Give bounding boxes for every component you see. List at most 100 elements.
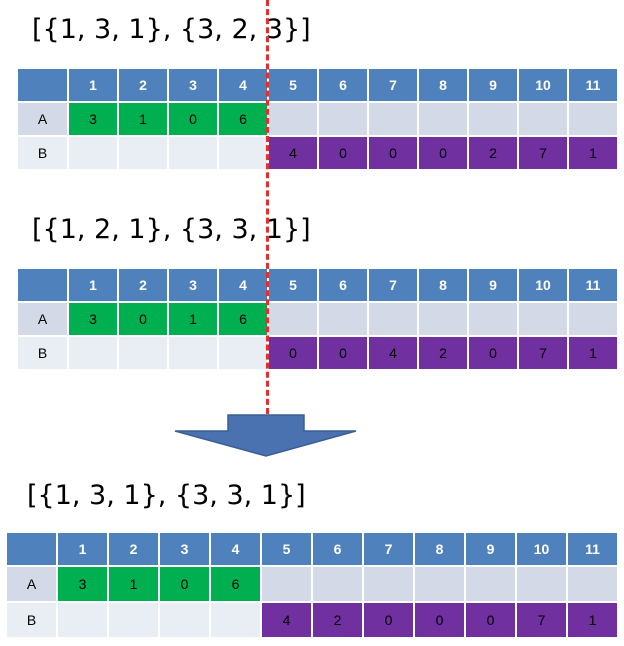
header-cell-10: 10 xyxy=(517,267,569,303)
cell-a-1: 3 xyxy=(67,101,119,137)
cell-a-empty xyxy=(317,301,369,337)
header-cell-3: 3 xyxy=(167,67,219,103)
cell-b-empty xyxy=(117,135,169,171)
header-cell-7: 7 xyxy=(367,267,419,303)
header-cell-10: 10 xyxy=(515,531,568,567)
cell-a-empty xyxy=(567,301,619,337)
header-cell-1: 1 xyxy=(67,267,119,303)
cell-b-5: 0 xyxy=(267,335,319,371)
cell-a-empty xyxy=(467,101,519,137)
panel-1-caption: [{1, 3, 1}, {3, 2, 3}] xyxy=(32,14,311,45)
cell-a-2: 1 xyxy=(117,101,169,137)
panel-2-table: 1 2 3 4 5 6 7 8 9 10 11 A 3 0 1 6 B 0 0 … xyxy=(16,267,619,371)
header-cell-2: 2 xyxy=(107,531,160,567)
cell-b-11: 1 xyxy=(567,135,619,171)
cell-b-8: 0 xyxy=(417,135,469,171)
header-cell-8: 8 xyxy=(417,267,469,303)
split-line xyxy=(266,0,269,414)
corner-cell xyxy=(16,67,69,103)
header-cell-9: 9 xyxy=(464,531,517,567)
cell-b-8: 2 xyxy=(417,335,469,371)
row-a-label: A xyxy=(5,565,58,603)
header-cell-9: 9 xyxy=(467,67,519,103)
header-cell-5: 5 xyxy=(267,67,319,103)
cell-a-empty xyxy=(367,101,419,137)
cell-b-9: 2 xyxy=(467,135,519,171)
header-cell-7: 7 xyxy=(367,67,419,103)
cell-a-4: 6 xyxy=(217,101,269,137)
cell-a-4: 6 xyxy=(217,301,269,337)
cell-b-10: 7 xyxy=(517,135,569,171)
cell-a-2: 1 xyxy=(107,565,160,603)
header-cell-4: 4 xyxy=(217,67,269,103)
cell-a-empty xyxy=(311,565,364,603)
cell-b-empty xyxy=(167,335,219,371)
cell-a-empty xyxy=(317,101,369,137)
row-b-label: B xyxy=(16,335,69,371)
header-cell-1: 1 xyxy=(67,67,119,103)
cell-b-empty xyxy=(67,135,119,171)
header-cell-5: 5 xyxy=(260,531,313,567)
cell-a-2: 0 xyxy=(117,301,169,337)
cell-a-empty xyxy=(566,565,619,603)
header-cell-2: 2 xyxy=(117,67,169,103)
cell-a-empty xyxy=(517,301,569,337)
cell-b-empty xyxy=(67,335,119,371)
row-b-label: B xyxy=(5,601,58,639)
cell-b-10: 7 xyxy=(517,335,569,371)
cell-a-empty xyxy=(417,301,469,337)
cell-b-empty xyxy=(217,335,269,371)
cell-b-empty xyxy=(117,335,169,371)
cell-a-empty xyxy=(517,101,569,137)
panel-2-caption: [{1, 2, 1}, {3, 3, 1}] xyxy=(32,214,311,245)
cell-a-empty xyxy=(464,565,517,603)
cell-b-11: 1 xyxy=(567,335,619,371)
cell-a-empty xyxy=(417,101,469,137)
panel-3-table: 1 2 3 4 5 6 7 8 9 10 11 A 3 1 0 6 B 4 2 … xyxy=(5,531,619,639)
cell-b-empty xyxy=(209,601,262,639)
cell-b-5: 4 xyxy=(267,135,319,171)
panel-1-table: 1 2 3 4 5 6 7 8 9 10 11 A 3 1 0 6 B 4 0 … xyxy=(16,67,619,171)
header-cell-8: 8 xyxy=(413,531,466,567)
header-cell-7: 7 xyxy=(362,531,415,567)
cell-a-empty xyxy=(267,101,319,137)
row-a-label: A xyxy=(16,301,69,337)
cell-b-empty xyxy=(56,601,109,639)
cell-a-1: 3 xyxy=(67,301,119,337)
cell-a-3: 1 xyxy=(167,301,219,337)
header-cell-3: 3 xyxy=(158,531,211,567)
cell-b-6: 0 xyxy=(317,335,369,371)
header-cell-6: 6 xyxy=(317,67,369,103)
header-cell-9: 9 xyxy=(467,267,519,303)
corner-cell xyxy=(5,531,58,567)
cell-a-3: 0 xyxy=(167,101,219,137)
header-cell-6: 6 xyxy=(311,531,364,567)
cell-b-9: 0 xyxy=(464,601,517,639)
cell-a-empty xyxy=(467,301,519,337)
header-cell-10: 10 xyxy=(517,67,569,103)
cell-b-11: 1 xyxy=(566,601,619,639)
cell-b-7: 0 xyxy=(367,135,419,171)
cell-b-10: 7 xyxy=(515,601,568,639)
header-cell-3: 3 xyxy=(167,267,219,303)
cell-a-3: 0 xyxy=(158,565,211,603)
cell-b-empty xyxy=(167,135,219,171)
cell-a-empty xyxy=(362,565,415,603)
cell-b-8: 0 xyxy=(413,601,466,639)
corner-cell xyxy=(16,267,69,303)
cell-a-1: 3 xyxy=(56,565,109,603)
cell-b-5: 4 xyxy=(260,601,313,639)
cell-b-6: 2 xyxy=(311,601,364,639)
header-cell-11: 11 xyxy=(567,267,619,303)
cell-b-7: 0 xyxy=(362,601,415,639)
panel-3-caption: [{1, 3, 1}, {3, 3, 1}] xyxy=(27,480,306,511)
cell-b-9: 0 xyxy=(467,335,519,371)
down-arrow-icon xyxy=(174,414,357,457)
cell-a-empty xyxy=(260,565,313,603)
header-cell-2: 2 xyxy=(117,267,169,303)
row-a-label: A xyxy=(16,101,69,137)
cell-b-empty xyxy=(217,135,269,171)
header-cell-1: 1 xyxy=(56,531,109,567)
cell-a-empty xyxy=(367,301,419,337)
cell-b-empty xyxy=(158,601,211,639)
